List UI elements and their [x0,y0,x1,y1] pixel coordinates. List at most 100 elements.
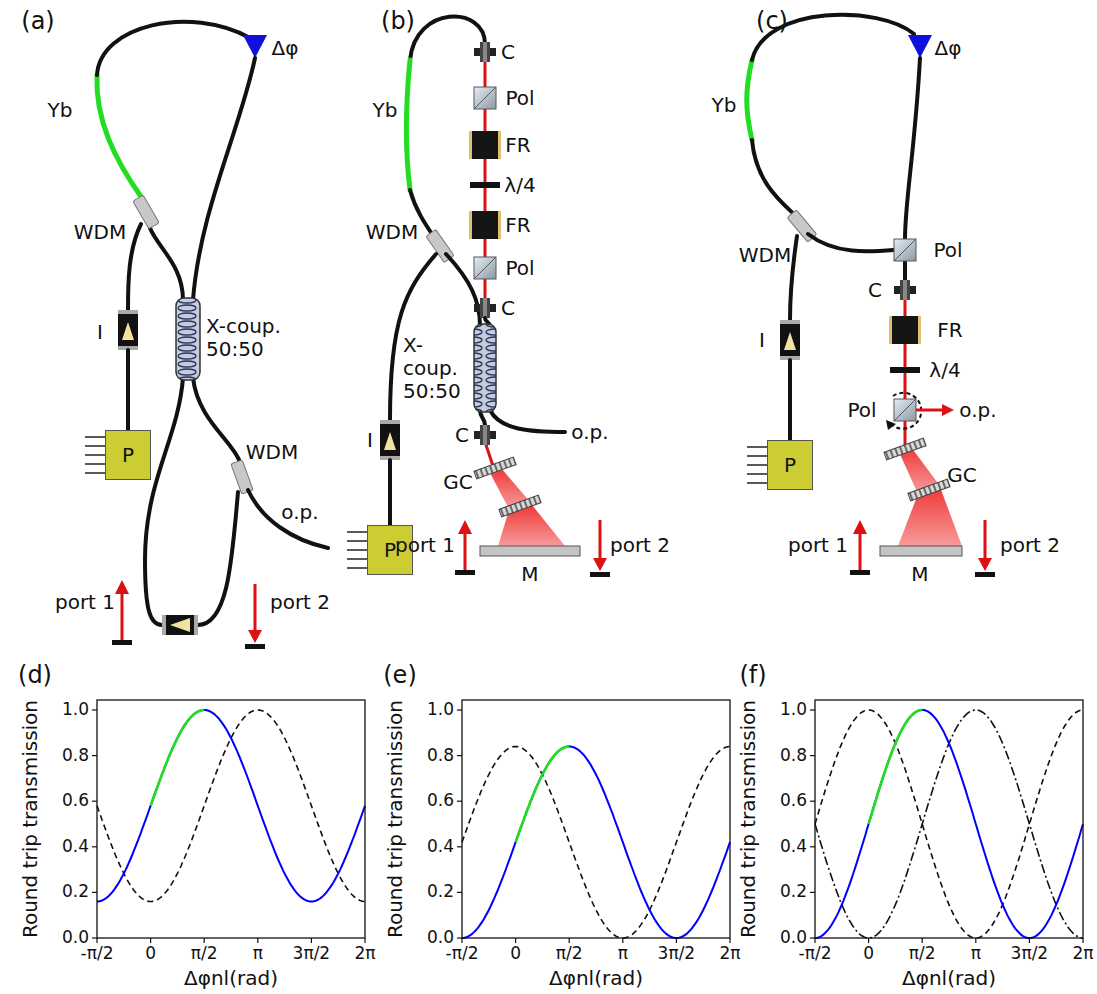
part-label: FR [505,214,530,237]
part-label: port 2 [270,591,330,614]
part-label: port 1 [395,534,455,557]
part-label: λ/4 [504,174,535,197]
tick-mark [810,801,815,802]
transmission-curve [151,710,205,806]
tick-label: 1.0 [62,700,89,720]
transmission-curve [462,747,730,939]
part-label: I [97,321,103,344]
part-label: WDM [366,221,418,244]
tick-mark [729,938,730,943]
tick-mark [922,938,923,943]
tick-mark [96,938,97,943]
tick-mark [810,937,815,938]
tick-label: 0.6 [427,791,454,811]
tick-mark [975,938,976,943]
part-label: WDM [74,221,126,244]
part-label: X-coup. 50:50 [403,334,473,403]
transmission-curve [869,710,923,824]
part-label: WDM [739,244,791,267]
tick-label: 0 [145,944,156,964]
part-label: port 1 [788,534,848,557]
tick-mark [92,709,97,710]
part-label: GC [443,471,472,494]
pump-label: P [122,443,134,467]
part-label: GC [947,464,976,487]
tick-label: 0.6 [62,791,89,811]
tick-mark [457,846,462,847]
part-label: FR [505,134,530,157]
tick-label: 0.2 [780,883,807,903]
part-label: C [501,297,515,320]
axis-title: Round trip transmission [737,700,760,938]
transmission-curve [97,710,365,902]
tick-label: -π/2 [81,944,114,964]
axis-title: Round trip transmission [384,700,407,938]
panel-letter: (d) [18,662,52,690]
part-label: I [759,329,765,352]
transmission-curve [815,710,1083,938]
part-label: FR [937,319,962,342]
tick-label: π/2 [191,944,218,964]
tick-label: π [618,944,628,964]
panel-letter: (e) [383,662,417,690]
pump-label: P [784,453,796,477]
part-label: X-coup. 50:50 [206,315,284,361]
tick-mark [810,846,815,847]
tick-label: π/2 [909,944,936,964]
plot-frame [815,700,1083,938]
tick-label: 0.4 [427,837,454,857]
tick-label: 0.4 [62,837,89,857]
part-label: Yb [48,99,73,122]
tick-mark [92,846,97,847]
tick-mark [457,892,462,893]
tick-label: 0 [510,944,521,964]
tick-mark [364,938,365,943]
tick-mark [457,755,462,756]
part-label: C [455,424,469,447]
transmission-curve [815,710,1083,938]
part-label: WDM [246,441,298,464]
part-label: C [868,279,882,302]
tick-label: π [253,944,263,964]
tick-label: 0.6 [780,791,807,811]
tick-label: 0.4 [780,837,807,857]
tick-mark [569,938,570,943]
part-label: Yb [712,94,737,117]
tick-label: 0.8 [62,746,89,766]
part-label: port 2 [1000,534,1060,557]
axis-title: Round trip transmission [19,700,42,938]
tick-label: 1.0 [780,700,807,720]
tick-mark [92,755,97,756]
tick-mark [150,938,151,943]
part-label: Yb [373,99,398,122]
tick-label: 0.8 [780,746,807,766]
tick-mark [457,801,462,802]
part-label: M [911,563,928,586]
tick-label: π/2 [556,944,583,964]
panel-letter: (b) [381,8,415,36]
part-label: port 2 [610,534,670,557]
transmission-curve [97,710,365,902]
axis-title: Δφnl(rad) [549,967,643,990]
tick-label: π [971,944,981,964]
panel-letter: (a) [21,8,54,36]
tick-label: -π/2 [799,944,832,964]
part-label: Δφ [935,37,962,60]
tick-label: 0.8 [427,746,454,766]
transmission-curve [462,747,730,939]
tick-label: 3π/2 [293,944,331,964]
tick-label: 2π [354,944,375,964]
pump-box: P [767,440,813,490]
tick-label: 0.2 [427,883,454,903]
tick-mark [311,938,312,943]
panel-letter: (f) [739,662,766,690]
part-label: I [367,429,373,452]
plot-frame [462,700,730,938]
part-label: C [501,41,515,64]
part-label: o.p. [959,399,996,422]
tick-mark [204,938,205,943]
axis-title: Δφnl(rad) [184,967,278,990]
pump-label: P [384,538,396,562]
tick-mark [868,938,869,943]
